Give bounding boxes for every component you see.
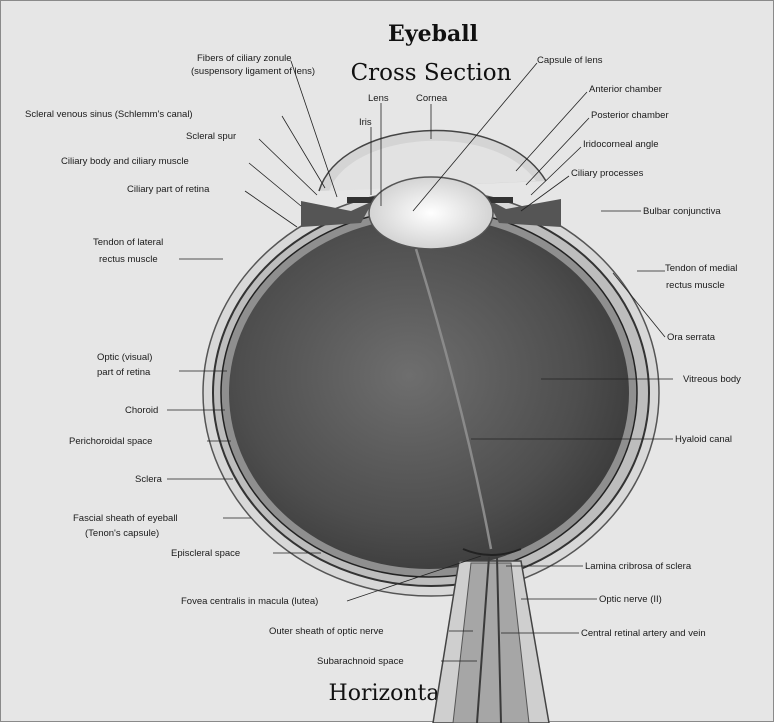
label-iridocorneal-angle: Iridocorneal angle — [583, 139, 659, 150]
vitreous-body-shape — [229, 217, 629, 569]
label-scleral-spur: Scleral spur — [186, 131, 236, 142]
label-scleral-venous-sinus: Scleral venous sinus (Schlemm's canal) — [25, 109, 193, 120]
label-optic-retina-1: Optic (visual) — [97, 352, 152, 363]
label-suspensory: (suspensory ligament of lens) — [191, 66, 315, 77]
label-ciliary-body: Ciliary body and ciliary muscle — [61, 156, 189, 167]
label-ciliary-processes: Ciliary processes — [571, 168, 644, 179]
label-sclera: Sclera — [135, 474, 163, 485]
label-tendon-medial-1: Tendon of medial — [665, 263, 737, 274]
label-perichoroidal-space: Perichoroidal space — [69, 436, 152, 447]
label-subarachnoid-space: Subarachnoid space — [317, 656, 404, 667]
label-ora-serrata: Ora serrata — [667, 332, 716, 343]
label-cornea: Cornea — [416, 93, 448, 104]
label-central-retinal-artery: Central retinal artery and vein — [581, 628, 706, 639]
label-tendon-lateral-2: rectus muscle — [99, 254, 158, 265]
label-fibers-zonule: Fibers of ciliary zonule — [197, 53, 292, 64]
label-optic-retina-2: part of retina — [97, 367, 151, 378]
label-vitreous-body: Vitreous body — [683, 374, 741, 385]
label-choroid: Choroid — [125, 405, 158, 416]
diagram-title: Eyeball — [388, 21, 478, 47]
label-tendon-medial-2: rectus muscle — [666, 280, 725, 291]
label-lamina-cribrosa: Lamina cribrosa of sclera — [585, 561, 692, 572]
label-tendon-lateral-1: Tendon of lateral — [93, 237, 163, 248]
label-fascial-sheath-2: (Tenon's capsule) — [85, 528, 159, 539]
label-ciliary-retina: Ciliary part of retina — [127, 184, 210, 195]
label-iris: Iris — [359, 117, 372, 128]
label-capsule-lens: Capsule of lens — [537, 55, 603, 66]
label-hyaloid-canal: Hyaloid canal — [675, 434, 732, 445]
label-optic-nerve: Optic nerve (II) — [599, 594, 662, 605]
label-bulbar-conjunctiva: Bulbar conjunctiva — [643, 206, 721, 217]
lens-shape — [369, 177, 493, 249]
label-episcleral-space: Episcleral space — [171, 548, 240, 559]
label-outer-sheath: Outer sheath of optic nerve — [269, 626, 384, 637]
label-fovea-centralis: Fovea centralis in macula (lutea) — [181, 596, 318, 607]
label-anterior-chamber: Anterior chamber — [589, 84, 662, 95]
diagram-subtitle: Cross Section — [351, 60, 512, 86]
label-posterior-chamber: Posterior chamber — [591, 110, 669, 121]
label-fascial-sheath-1: Fascial sheath of eyeball — [73, 513, 178, 524]
label-lens: Lens — [368, 93, 389, 104]
